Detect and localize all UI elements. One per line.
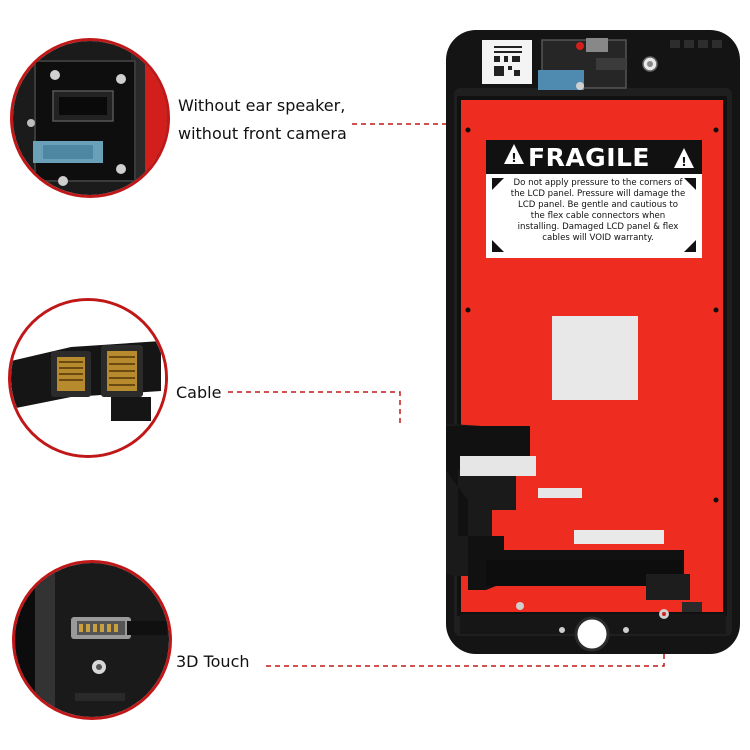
fragile-text-line: the LCD panel. Pressure will damage the xyxy=(510,189,686,199)
center-sticker xyxy=(552,316,638,400)
fragile-text-line: Do not apply pressure to the corners of xyxy=(513,178,683,188)
corner-arrow-tr xyxy=(684,178,696,190)
fragile-text-line: the flex cable connectors when xyxy=(530,211,666,221)
fragile-warning-label: ! ! xyxy=(486,140,702,258)
callout-label-cable: Cable xyxy=(176,379,221,407)
callout-label-3d-touch: 3D Touch xyxy=(176,648,250,676)
fragile-text-line: cables will VOID warranty. xyxy=(542,233,654,243)
guide-line-cable xyxy=(228,391,401,424)
callout-label-ear-speaker: Without ear speaker, without front camer… xyxy=(178,92,347,148)
fragile-title: FRAGILE xyxy=(528,143,651,172)
warning-icon-right xyxy=(674,148,694,168)
callout-line-3d-touch: 3D Touch xyxy=(176,652,250,671)
cable-closeup xyxy=(11,301,165,455)
corner-arrow-br xyxy=(684,240,696,252)
corner-arrow-bl xyxy=(492,240,504,252)
ear-speaker-closeup xyxy=(13,41,167,195)
warning-icon-left xyxy=(504,144,524,164)
home-button-ring xyxy=(574,616,610,652)
zoom-circle-ear-speaker xyxy=(10,38,170,198)
corner-arrow-tl xyxy=(492,178,504,190)
fragile-text-block: Do not apply pressure to the corners of … xyxy=(500,178,696,244)
svg-text:!: ! xyxy=(681,155,686,169)
svg-text:!: ! xyxy=(511,151,516,165)
callout-line-2: without front camera xyxy=(178,124,347,143)
lcd-assembly: ! ! xyxy=(446,30,740,654)
zoom-circle-cable xyxy=(8,298,168,458)
fragile-text-line: LCD panel. Be gentle and cautious to xyxy=(518,200,678,210)
callout-line-1: Without ear speaker, xyxy=(178,96,346,115)
callout-line-cable: Cable xyxy=(176,383,222,402)
fragile-text-line: installing. Damaged LCD panel & flex xyxy=(517,222,679,232)
